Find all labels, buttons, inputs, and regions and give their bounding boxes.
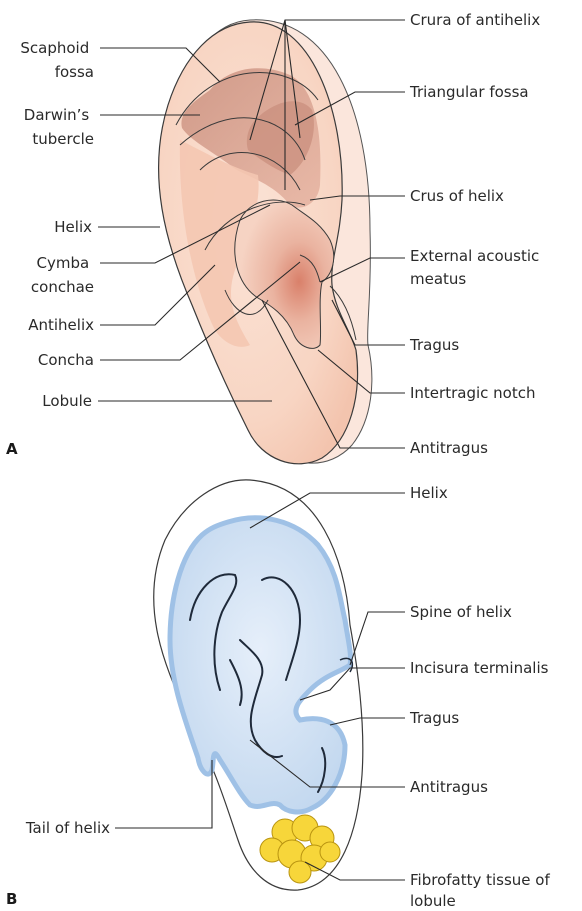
label-fibrofatty-tissue: Fibrofatty tissue of lobule — [410, 871, 555, 910]
label-darwins-tubercle: Darwin’s tubercle — [24, 106, 94, 148]
label-triangular-fossa: Triangular fossa — [409, 83, 529, 101]
label-tragus-a: Tragus — [409, 336, 459, 354]
label-antitragus-a: Antitragus — [410, 439, 488, 457]
leader-tail-of-helix — [115, 760, 212, 828]
label-concha: Concha — [38, 351, 94, 369]
label-tail-of-helix: Tail of helix — [25, 819, 110, 837]
label-cymba-conchae: Cymba conchae — [31, 254, 94, 296]
label-incisura-terminalis: Incisura terminalis — [410, 659, 549, 677]
leader-spine-of-helix — [350, 612, 405, 665]
panel-letter-a: A — [6, 440, 18, 458]
label-tragus-b: Tragus — [409, 709, 459, 727]
label-scaphoid-fossa: Scaphoid fossa — [20, 39, 94, 81]
label-intertragic-notch: Intertragic notch — [410, 384, 535, 402]
label-crura-of-antihelix: Crura of antihelix — [410, 11, 540, 29]
panel-letter-b: B — [6, 890, 17, 908]
label-helix-a: Helix — [54, 218, 92, 236]
label-antihelix: Antihelix — [28, 316, 94, 334]
label-lobule: Lobule — [42, 392, 92, 410]
panel-b — [154, 480, 363, 890]
label-spine-of-helix: Spine of helix — [410, 603, 512, 621]
label-helix-b: Helix — [410, 484, 448, 502]
label-antitragus-b: Antitragus — [410, 778, 488, 796]
label-external-acoustic-meatus: External acoustic meatus — [410, 247, 544, 288]
label-crus-of-helix: Crus of helix — [410, 187, 504, 205]
